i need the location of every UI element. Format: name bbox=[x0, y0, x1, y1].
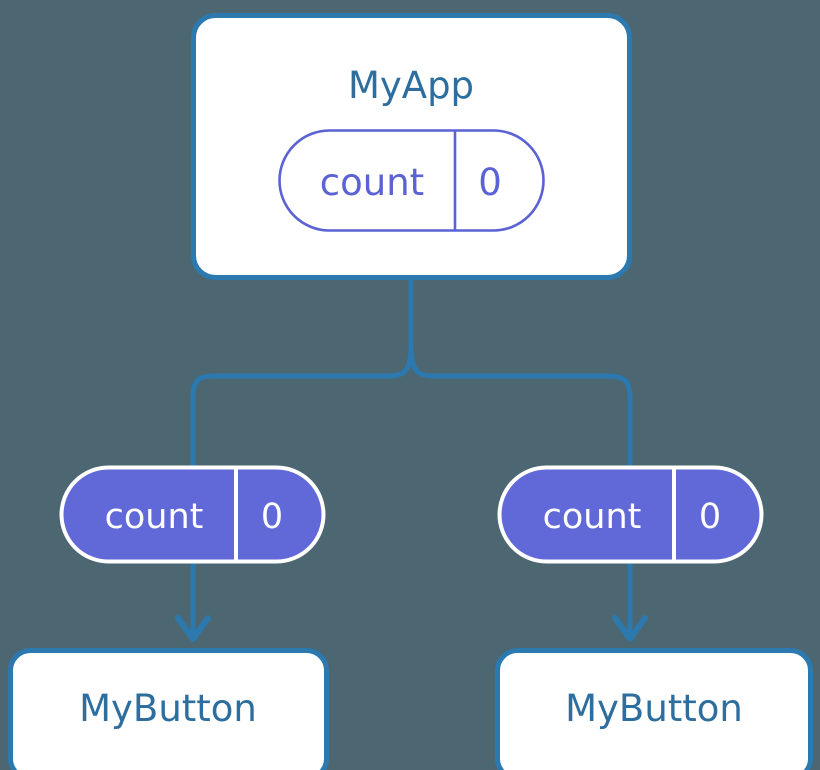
mybutton-left-card[interactable] bbox=[8, 648, 329, 770]
mybutton-right-label: MyButton bbox=[565, 687, 743, 730]
left-pill-value: 0 bbox=[261, 497, 283, 537]
edge-root-to-left-pill bbox=[190, 344, 414, 466]
myapp-label: MyApp bbox=[348, 64, 474, 107]
right-state-pill[interactable]: count 0 bbox=[497, 465, 764, 564]
left-pill-key: count bbox=[105, 497, 204, 537]
node-myapp[interactable]: MyApp count 0 bbox=[191, 13, 632, 280]
right-pill-value: 0 bbox=[699, 497, 721, 537]
node-mybutton-right[interactable]: MyButton bbox=[495, 648, 813, 770]
right-pill-body[interactable] bbox=[497, 465, 764, 564]
myapp-pill-value: 0 bbox=[478, 161, 502, 204]
left-pill-body[interactable] bbox=[59, 465, 326, 564]
edge-root-to-right-pill bbox=[408, 344, 633, 466]
arrowhead-right bbox=[612, 615, 648, 642]
mybutton-left-label: MyButton bbox=[79, 687, 257, 730]
node-mybutton-left[interactable]: MyButton bbox=[8, 648, 329, 770]
myapp-pill-key: count bbox=[320, 161, 424, 204]
arrowhead-left bbox=[175, 615, 211, 642]
left-state-pill[interactable]: count 0 bbox=[59, 465, 326, 564]
right-pill-key: count bbox=[543, 497, 642, 537]
myapp-pill-outline[interactable] bbox=[278, 129, 545, 232]
mybutton-right-card[interactable] bbox=[495, 648, 813, 770]
myapp-state-pill[interactable]: count 0 bbox=[278, 129, 545, 232]
